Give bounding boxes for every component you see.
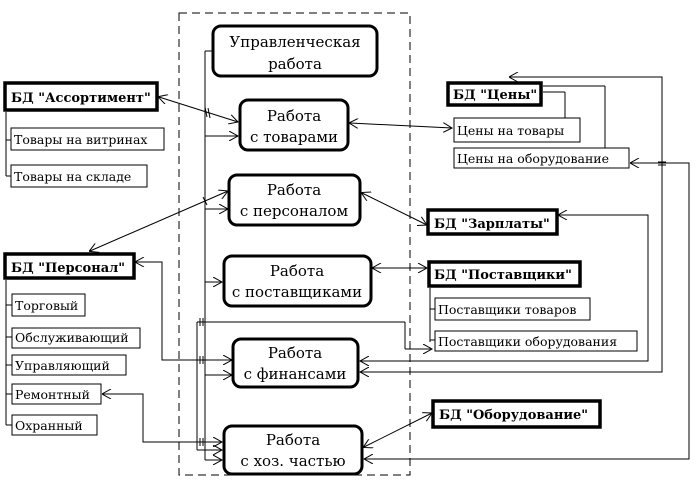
db-equipment-label: БД "Оборудование" (439, 408, 588, 423)
system-boundary (178, 12, 411, 476)
db-assortment-item[interactable]: Товары на складе (10, 164, 148, 188)
process-facility-line2: с хоз. частью (240, 452, 345, 470)
process-goods[interactable]: Работа с товарами (238, 98, 350, 152)
process-mgmt[interactable]: Управленческая работа (211, 24, 379, 78)
db-personnel-item[interactable]: Обслуживающий (11, 327, 141, 349)
db-personnel[interactable]: БД "Персонал" (3, 252, 136, 280)
db-personnel-item-label: Обслуживающий (15, 330, 129, 345)
process-finance[interactable]: Работа с финансами (231, 337, 360, 389)
db-assortment-label: БД "Ассортимент" (11, 91, 151, 106)
process-suppliers-line1: Работа (270, 262, 324, 280)
process-facility[interactable]: Работа с хоз. частью (222, 424, 364, 476)
process-staff-line1: Работа (267, 181, 321, 199)
db-suppliers-item-label: Поставщики товаров (438, 302, 576, 317)
db-suppliers[interactable]: БД "Поставщики" (427, 260, 582, 288)
db-personnel-item[interactable]: Ремонтный (11, 383, 102, 405)
db-assortment-tree (5, 112, 11, 177)
db-suppliers-item[interactable]: Поставщики товаров (434, 297, 591, 321)
db-assortment[interactable]: БД "Ассортимент" (3, 81, 159, 112)
db-salaries-label: БД "Зарплаты" (434, 217, 550, 232)
db-personnel-item-label: Торговый (15, 298, 78, 313)
db-assortment-item-label: Товары на складе (14, 169, 131, 184)
db-salaries[interactable]: БД "Зарплаты" (426, 208, 559, 236)
process-staff-line2: с персоналом (240, 202, 349, 220)
process-suppliers-line2: с поставщиками (232, 283, 362, 301)
process-finance-line1: Работа (268, 344, 322, 362)
db-suppliers-label: БД "Поставщики" (434, 268, 572, 283)
db-personnel-item-label: Охранный (15, 418, 83, 433)
db-prices[interactable]: БД "Цены" (446, 81, 543, 107)
db-prices-item[interactable]: Цены на оборудование (453, 147, 630, 169)
db-prices-item[interactable]: Цены на товары (453, 117, 581, 143)
db-suppliers-tree (429, 288, 435, 342)
db-personnel-tree (5, 280, 12, 426)
db-personnel-label: БД "Персонал" (11, 261, 125, 276)
process-suppliers[interactable]: Работа с поставщиками (222, 254, 373, 308)
db-suppliers-item-label: Поставщики оборудования (438, 334, 617, 349)
process-goods-line2: с товарами (250, 128, 338, 146)
process-goods-line1: Работа (267, 107, 321, 125)
db-assortment-item-label: Товары на витринах (14, 132, 147, 147)
process-mgmt-line1: Управленческая (229, 33, 360, 51)
process-facility-line1: Работа (266, 431, 320, 449)
process-mgmt-line2: работа (268, 55, 322, 73)
db-assortment-item[interactable]: Товары на витринах (10, 127, 165, 151)
external-connectors (90, 77, 690, 459)
db-prices-item-label: Цены на оборудование (457, 151, 609, 166)
db-personnel-item-label: Ремонтный (15, 387, 90, 402)
process-finance-line2: с финансами (244, 365, 347, 383)
db-prices-label: БД "Цены" (453, 88, 537, 103)
db-prices-tree (543, 85, 606, 148)
db-equipment[interactable]: БД "Оборудование" (431, 399, 602, 429)
db-personnel-item-label: Управляющий (15, 358, 110, 373)
db-prices-item-label: Цены на товары (457, 123, 564, 138)
db-suppliers-item[interactable]: Поставщики оборудования (434, 330, 638, 352)
db-personnel-item[interactable]: Торговый (11, 293, 86, 317)
process-staff[interactable]: Работа с персоналом (227, 173, 362, 227)
db-personnel-item[interactable]: Управляющий (11, 354, 127, 376)
db-personnel-item[interactable]: Охранный (11, 414, 98, 436)
